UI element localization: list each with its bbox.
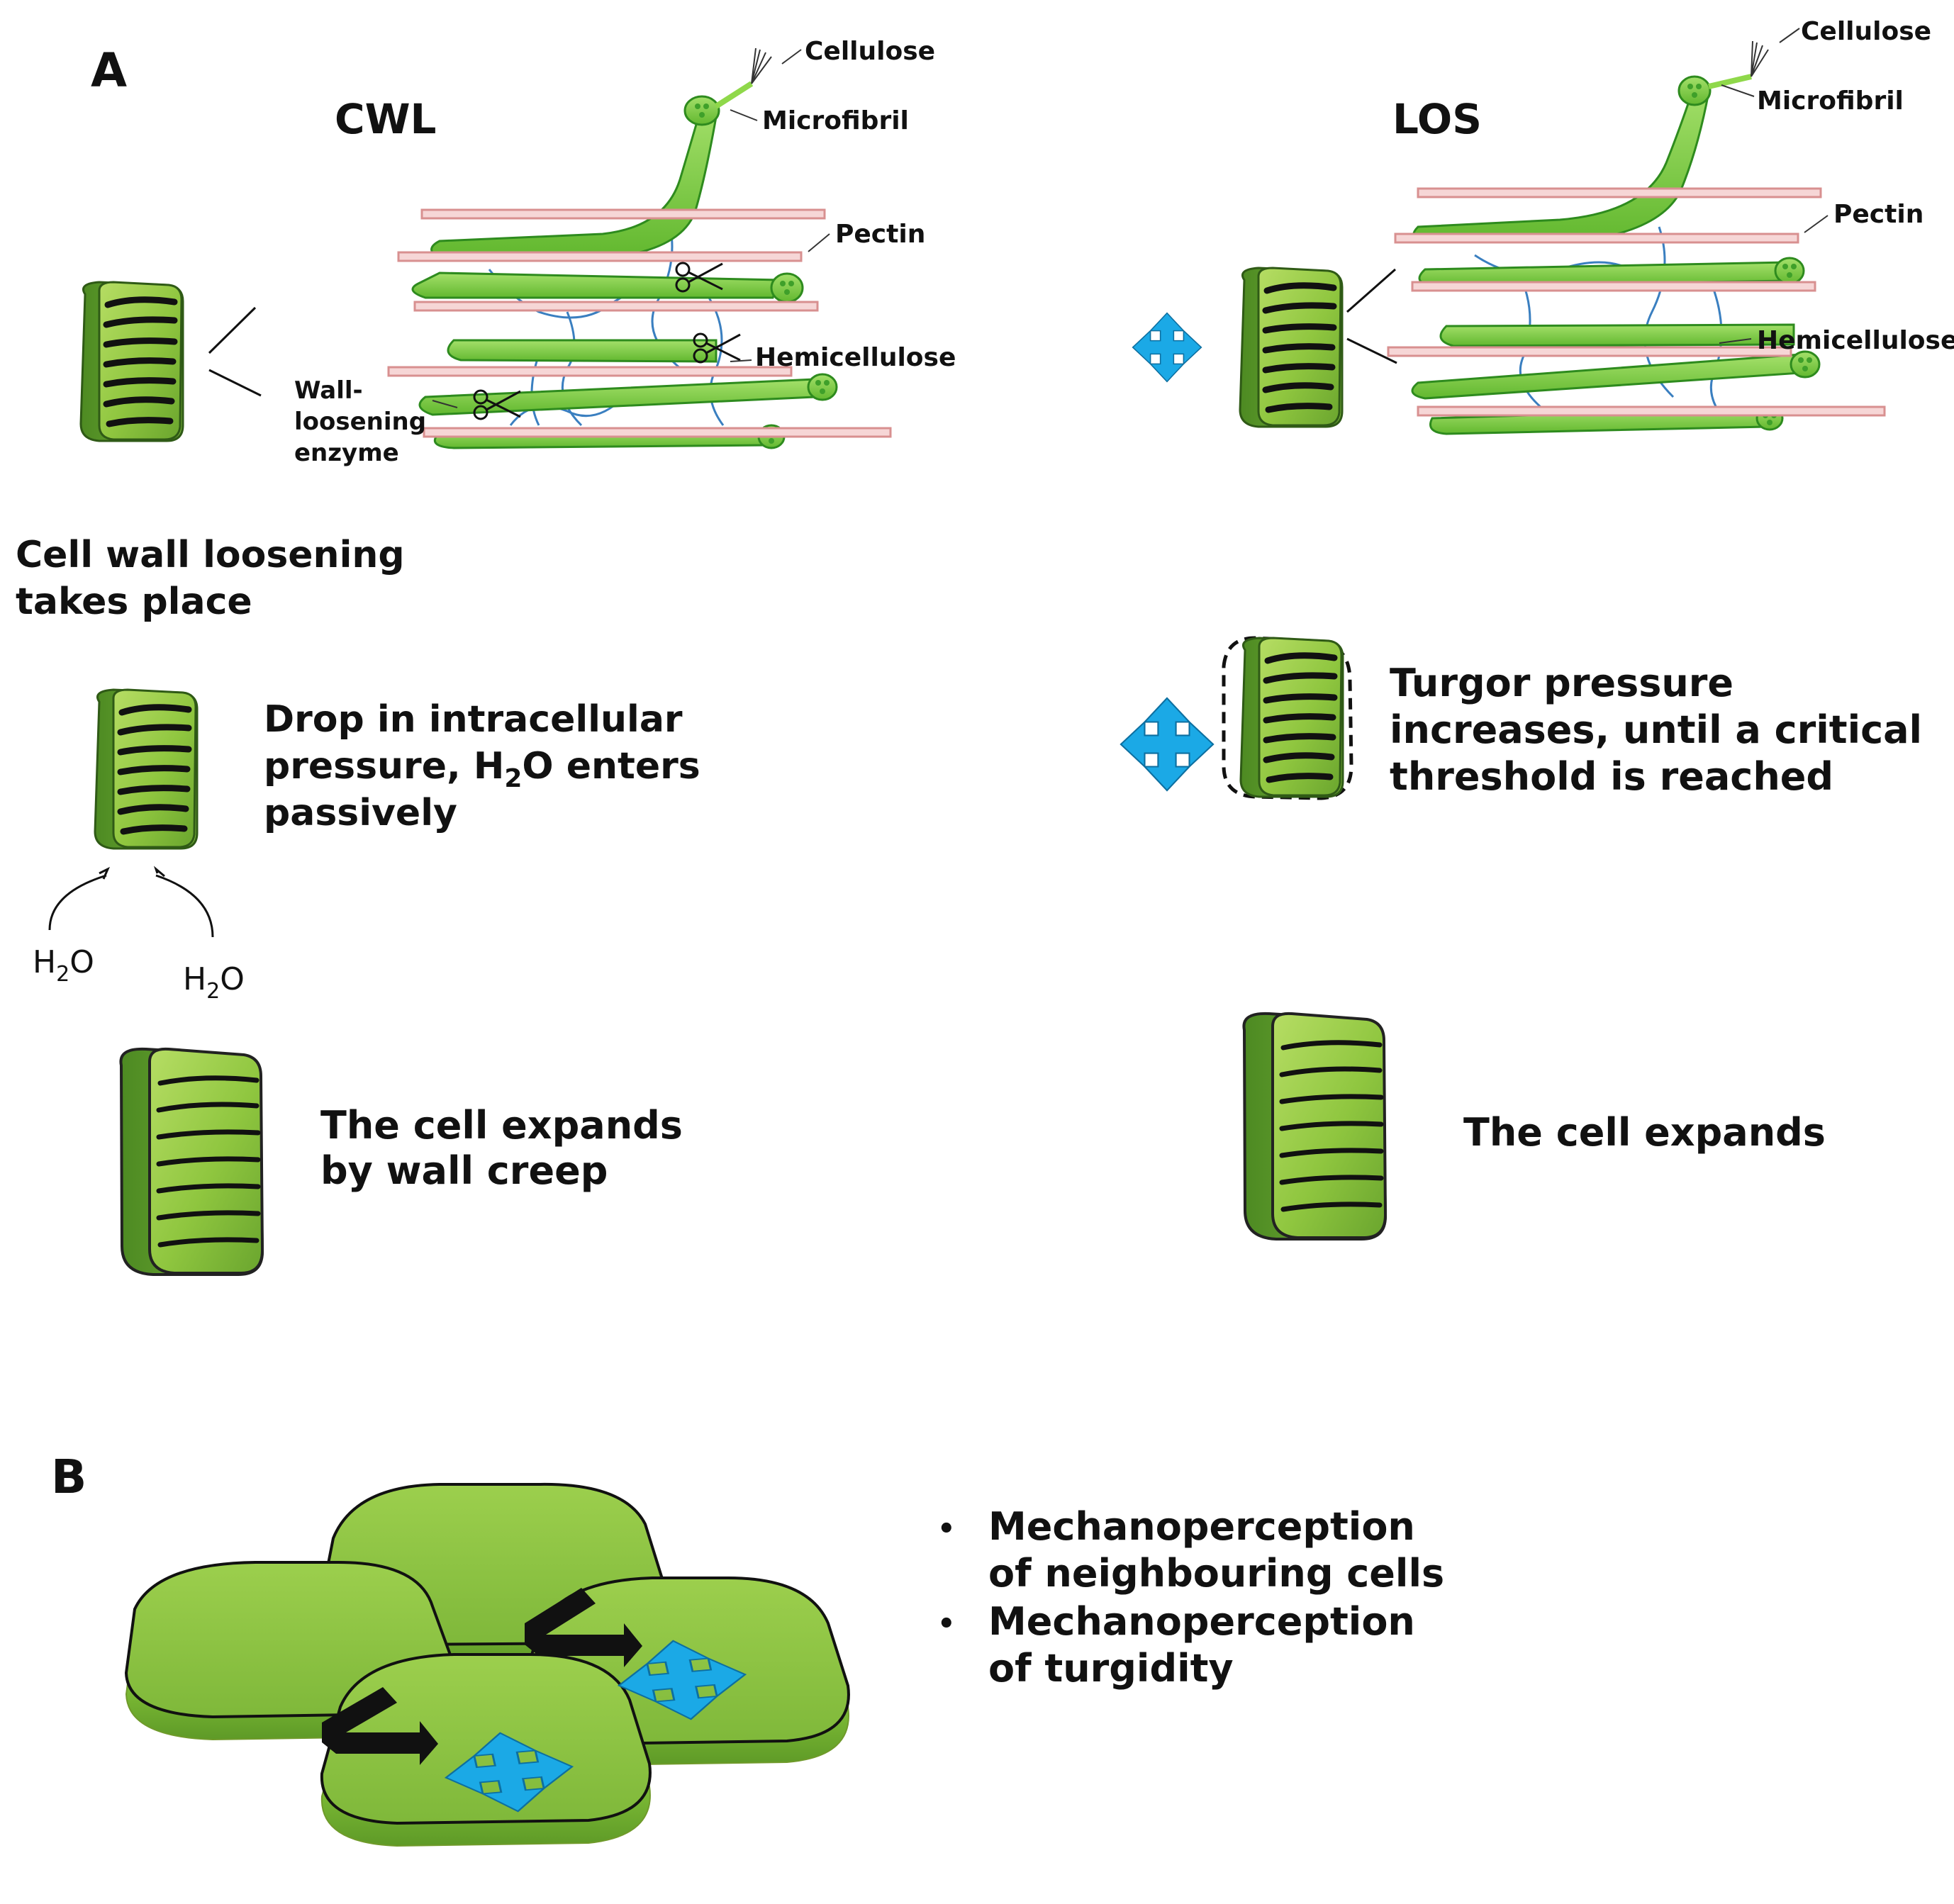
los-quad-arrow-large [1120,697,1215,792]
water-label-right: H2O [183,961,245,1004]
los-zoom-lines [1346,268,1397,364]
water-arrows [48,866,214,938]
bullet-2-line2: of turgidity [988,1646,1234,1691]
los-microfibril-label: Microfibril [1757,86,1904,116]
panel-b-label: B [51,1450,86,1504]
cwl-enzyme-label-2: loosening [294,408,426,436]
los-title: LOS [1392,95,1482,143]
los-step2-line2: increases, until a critical [1390,707,1922,752]
cwl-step3-line1: The cell expands [320,1103,683,1148]
los-quad-arrow-small [1132,312,1202,383]
cwl-step3-line2: by wall creep [320,1148,608,1193]
bullet-1-symbol: • [937,1513,956,1545]
cwl-cell-step2 [95,690,197,849]
cwl-hemicellulose-label: Hemicellulose [755,343,956,372]
cwl-zoom-cell [81,282,183,441]
los-step2-line1: Turgor pressure [1390,661,1734,705]
cwl-step1-line2: takes place [16,581,252,623]
los-step2-line3: threshold is reached [1390,754,1833,799]
cwl-enzyme-label-1: Wall- [294,376,363,405]
cwl-enzyme-label-3: enzyme [294,439,399,467]
los-cell-step2 [1222,638,1353,800]
water-label-left: H2O [33,944,94,987]
cwl-wall-network [387,47,892,449]
cwl-step1-line1: Cell wall loosening [16,534,405,576]
cwl-pectin-label: Pectin [835,220,925,249]
los-zoom-cell [1240,268,1342,427]
cwl-step2-line1: Drop in intracellular [264,698,683,741]
panel-a-label: A [91,43,127,98]
los-pectin-label: Pectin [1833,200,1924,229]
panel-b-tissue [124,1482,850,1847]
bullet-1-line2: of neighbouring cells [988,1551,1444,1596]
cwl-cell-step3 [121,1049,262,1275]
cwl-cellulose-label: Cellulose [805,37,935,66]
bullet-1-line1: Mechanoperception [988,1504,1415,1549]
cwl-title: CWL [335,95,437,143]
bullet-2-line1: Mechanoperception [988,1599,1415,1644]
cwl-microfibril-label: Microfibril [762,106,909,135]
los-cellulose-label: Cellulose [1801,17,1931,46]
los-hemicellulose-label: Hemicellulose [1757,326,1954,355]
cwl-step2-line2: pressure, H2O enters [264,745,700,793]
panel-b-signal-arrow-upper [525,1588,642,1667]
los-cell-step3 [1244,1014,1385,1239]
los-wall-network [1387,28,1886,435]
cwl-zoom-lines [208,306,262,397]
los-step3-line1: The cell expands [1463,1110,1826,1155]
cwl-step2-line3: passively [264,792,457,834]
bullet-2-symbol: • [937,1608,956,1640]
panel-b-signal-arrow-lower [322,1687,438,1765]
